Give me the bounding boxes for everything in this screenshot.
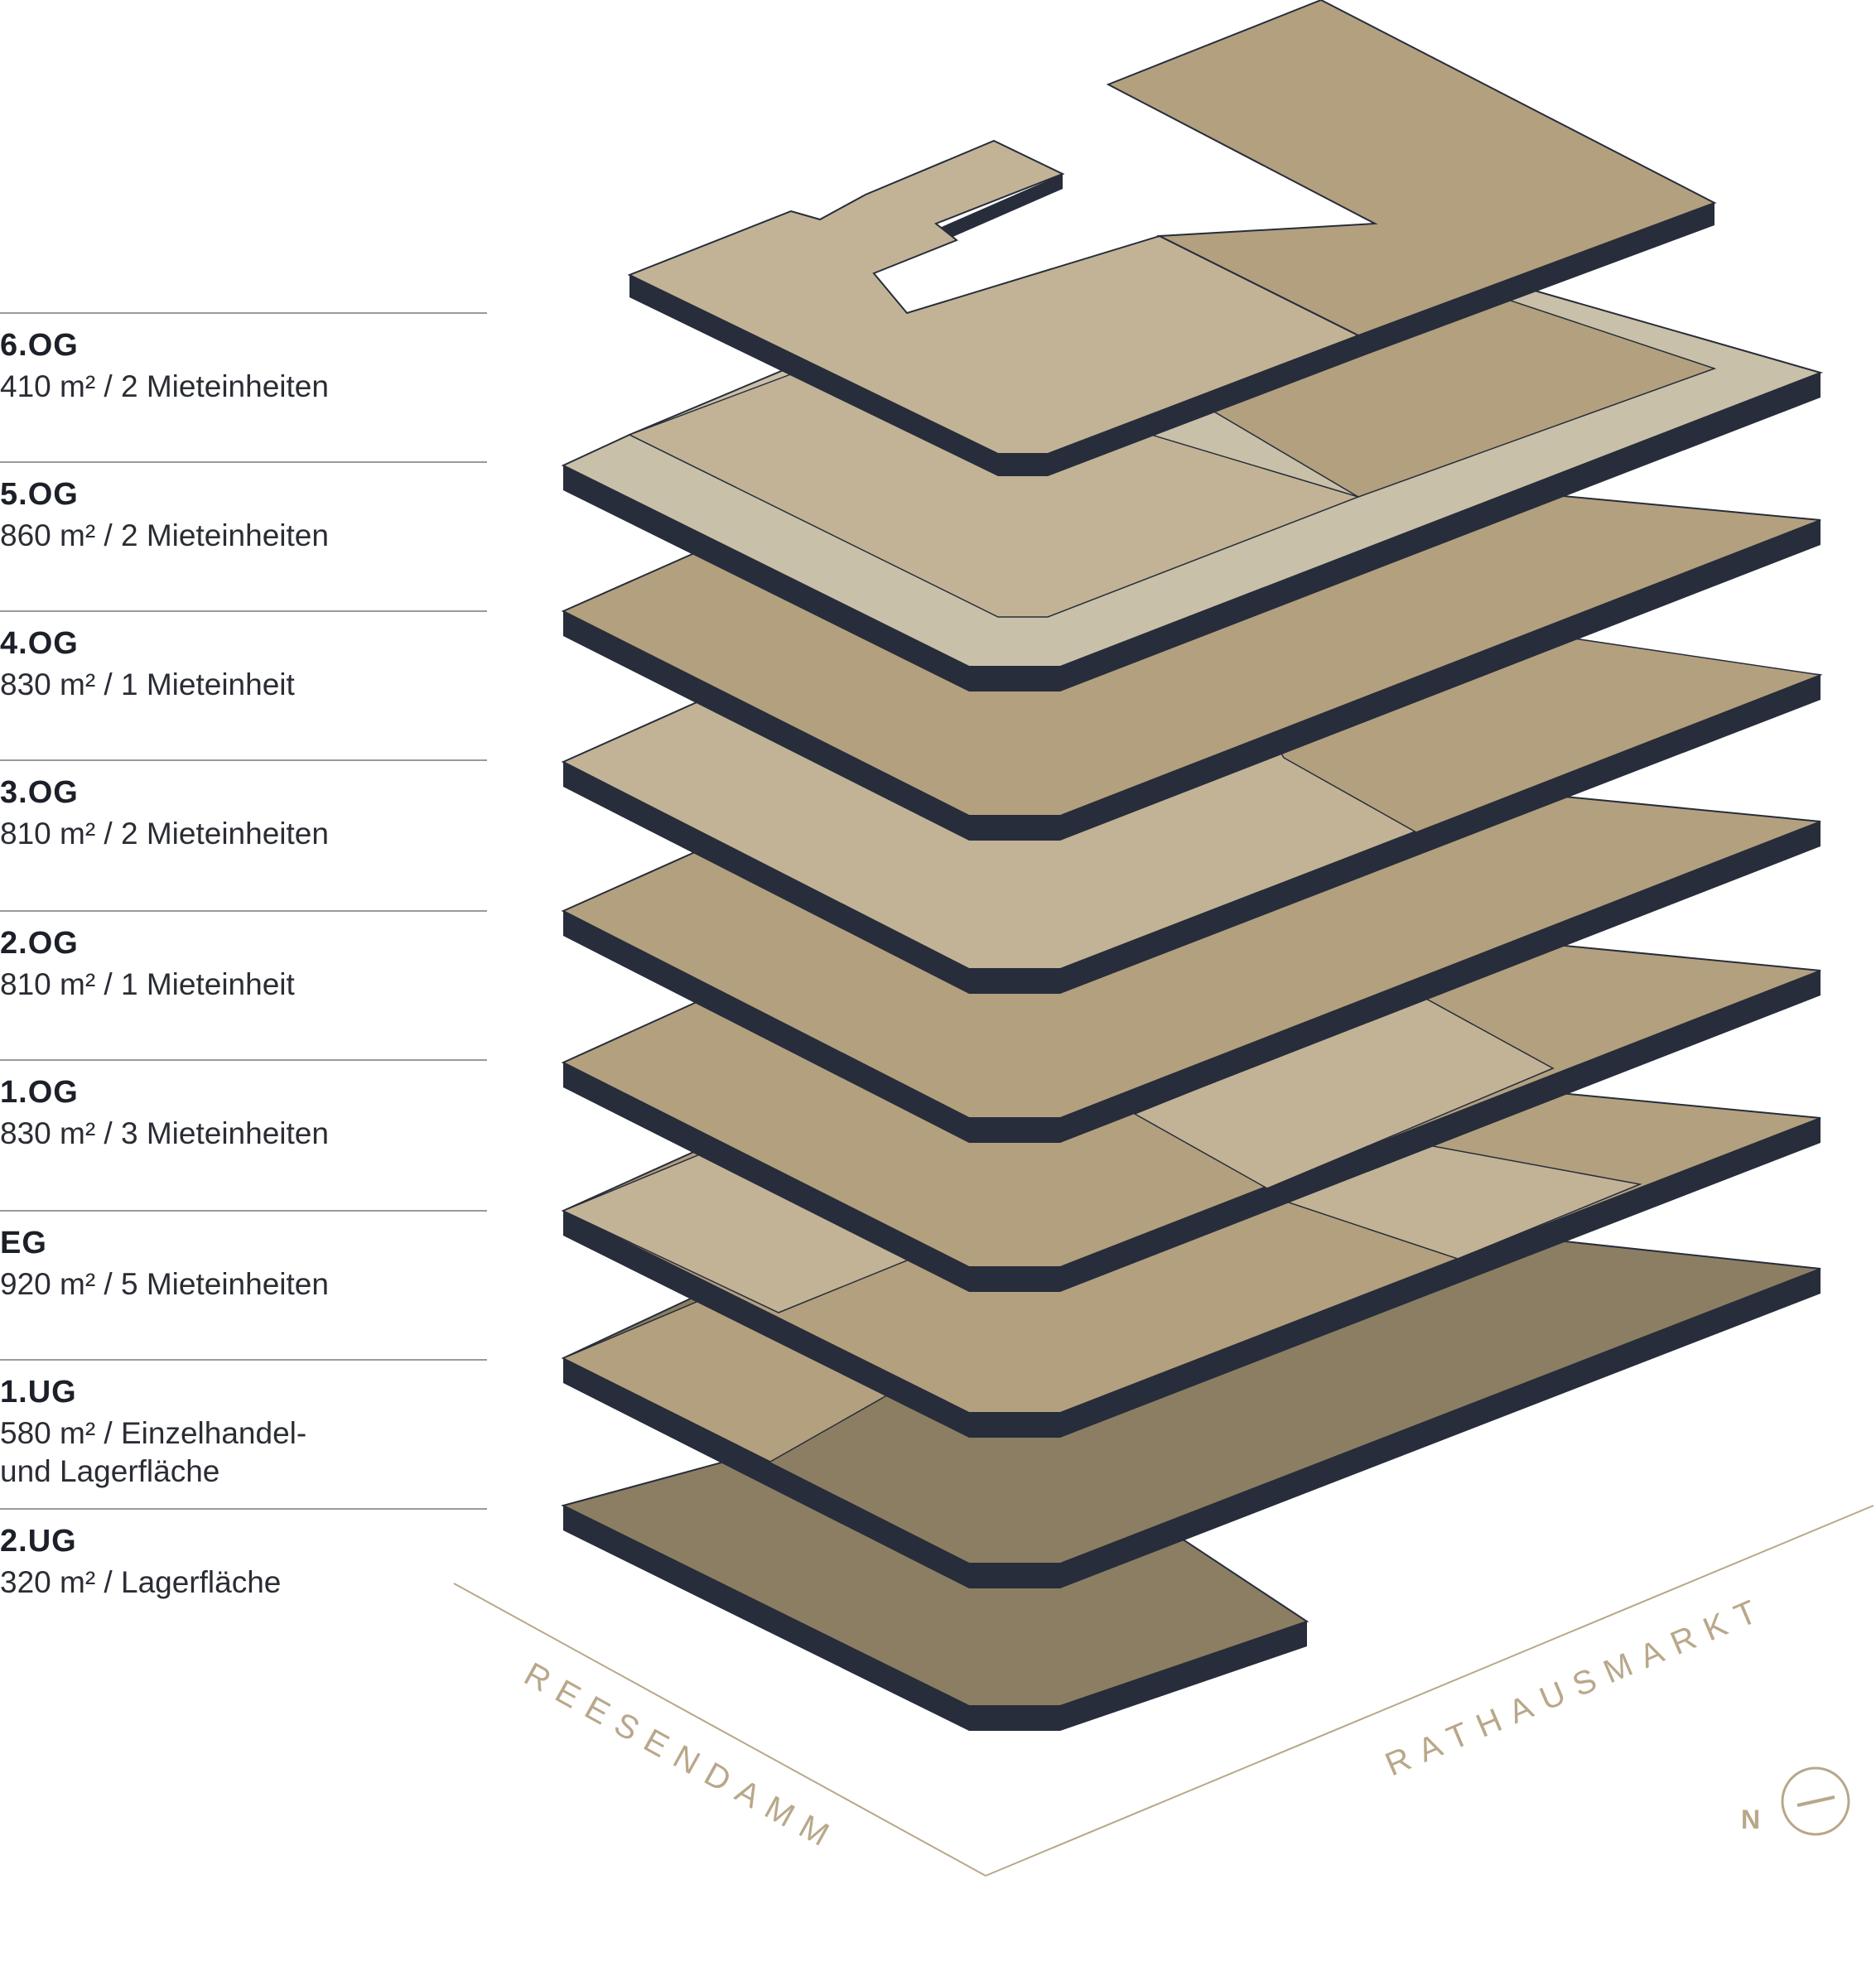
floor-row-1og: 1.OG 830 m² / 3 Mieteinheiten <box>0 1060 487 1209</box>
label-dividers <box>0 312 487 1510</box>
floor-detail: 810 m² / 2 Mieteinheiten <box>0 817 329 851</box>
floor-name: EG <box>0 1226 47 1260</box>
floor-row-2og: 2.OG 810 m² / 1 Mieteinheit <box>0 911 487 1060</box>
floor-name: 1.OG <box>0 1075 79 1110</box>
floor-row-3og: 3.OG 810 m² / 2 Mieteinheiten <box>0 760 487 909</box>
compass: N <box>1741 1766 1850 1836</box>
floor-name: 2.OG <box>0 926 79 961</box>
floor-detail: 320 m² / Lagerfläche <box>0 1565 282 1599</box>
floor-name: 6.OG <box>0 328 79 363</box>
floor-row-4og: 4.OG 830 m² / 1 Mieteinheit <box>0 611 487 760</box>
floor-name: 2.UG <box>0 1524 77 1559</box>
floor-row-eg: EG 920 m² / 5 Mieteinheiten <box>0 1211 487 1360</box>
floor-detail: 410 m² / 2 Mieteinheiten <box>0 369 329 403</box>
floor-detail: 860 m² / 2 Mieteinheiten <box>0 518 329 552</box>
floor-name: 3.OG <box>0 775 79 810</box>
street-lines <box>453 1505 1874 1877</box>
slab-6og <box>627 0 1717 476</box>
floor-name: 5.OG <box>0 477 79 512</box>
floor-name: 1.UG <box>0 1375 77 1410</box>
floor-detail: 810 m² / 1 Mieteinheit <box>0 967 295 1001</box>
floor-detail: 830 m² / 1 Mieteinheit <box>0 667 295 701</box>
floor-detail: 920 m² / 5 Mieteinheiten <box>0 1267 329 1301</box>
floor-row-5og: 5.OG 860 m² / 2 Mieteinheiten <box>0 462 487 611</box>
floor-row-2ug: 2.UG 320 m² / Lagerfläche <box>0 1509 487 1658</box>
floor-name: 4.OG <box>0 626 79 661</box>
floor-row-6og: 6.OG 410 m² / 2 Mieteinheiten <box>0 313 487 462</box>
floor-detail: 580 m² / Einzelhandel- und Lagerfläche <box>0 1416 307 1488</box>
floor-row-1ug: 1.UG 580 m² / Einzelhandel- und Lagerflä… <box>0 1360 487 1509</box>
compass-north-label: N <box>1741 1805 1760 1834</box>
compass-icon <box>1781 1766 1850 1836</box>
street-label-reesendamm: REESENDAMM <box>518 1655 846 1858</box>
floor-detail: 830 m² / 3 Mieteinheiten <box>0 1116 329 1150</box>
